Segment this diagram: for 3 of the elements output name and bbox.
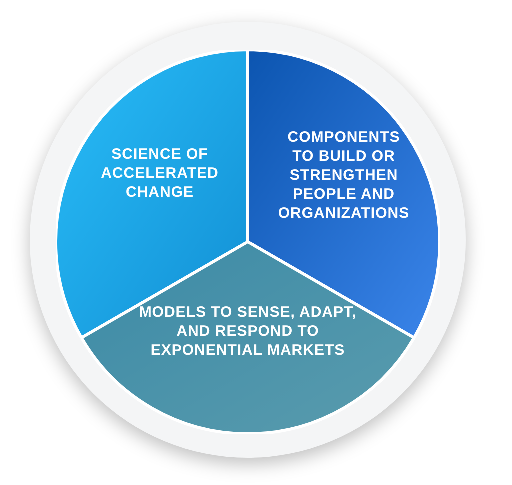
sector-label: COMPONENTS TO BUILD OR STRENGTHEN PEOPLE AND ORGANIZATIONS xyxy=(277,128,411,223)
sector-label: SCIENCE OF ACCELERATED CHANGE xyxy=(100,145,220,202)
sector-label: MODELS TO SENSE, ADAPT, AND RESPOND TO EXPONENTIAL MARKETS xyxy=(138,303,358,360)
